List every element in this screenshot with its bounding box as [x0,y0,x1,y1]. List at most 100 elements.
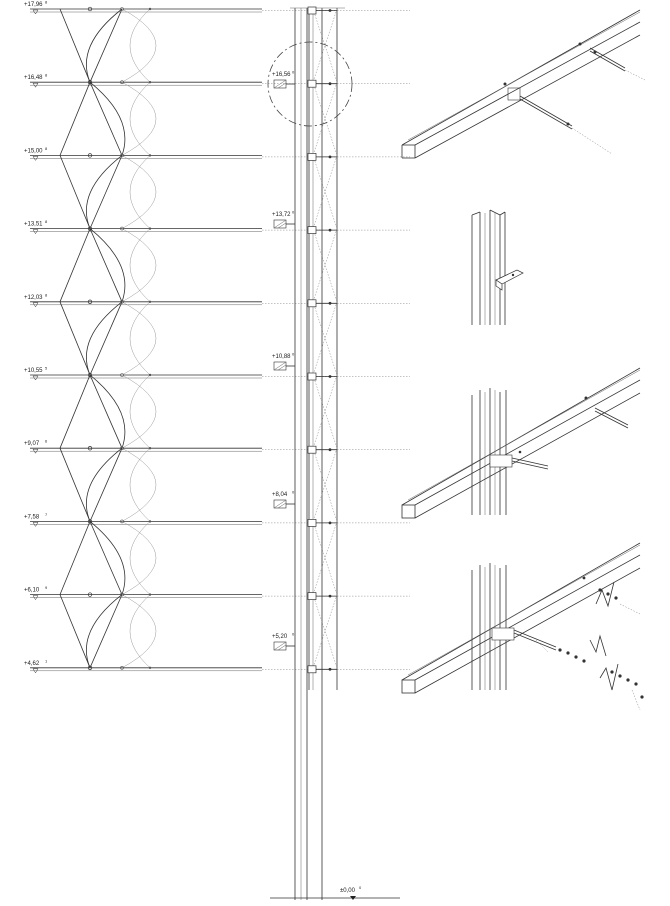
lattice-node [120,226,124,231]
column-level-marker: +8,04 0 [272,490,295,509]
lattice-node [148,373,152,377]
level-label-sup: 1 [45,658,48,663]
lattice-node [148,227,152,230]
level-triangle [32,375,39,381]
level-triangle [32,668,39,674]
level-triangle [32,448,39,454]
bolt [328,521,332,525]
column-connector [307,226,317,234]
level-label-sup: 8 [45,0,48,5]
lattice-node [87,226,93,231]
level-triangle [32,82,39,88]
level-label: +10,55 [24,368,43,374]
lattice-bay [59,8,157,83]
bolt [328,82,332,86]
lattice-node [120,373,124,377]
ground-level-marker: ±0,00 0 [340,885,362,900]
level-label: +4,62 [24,661,40,667]
level-label-sup: 7 [45,512,48,517]
level-label-sup: 8 [45,292,48,297]
svg-text:0: 0 [292,210,295,215]
column-connector [307,665,317,674]
bolt [328,301,332,305]
level-line [30,154,410,159]
column-connector [307,79,317,88]
bolt [328,228,332,232]
lattice-bay [59,447,157,522]
lattice-node [87,6,93,12]
column-level-label: +8,04 [272,492,288,498]
lattice-node [148,7,152,11]
lattice-node [120,519,124,524]
level-label: +16,48 [24,75,43,81]
lattice-node [87,153,93,158]
detail-callout-circle [267,41,353,127]
lattice-node [120,446,124,451]
bolt [328,448,332,452]
level-label: +17,96 [24,2,43,8]
level-label: +9,07 [24,441,40,447]
lattice-bay [59,228,157,303]
column-connector [307,153,317,161]
svg-text:0: 0 [292,632,295,637]
column-level-label: +10,88 [272,354,291,360]
iso-detail-column-beam [401,367,641,519]
svg-text:0: 0 [292,352,295,357]
level-triangle [32,522,39,527]
level-label: +6,10 [24,588,40,594]
level-label-sup: 8 [45,73,48,78]
lattice-elevation [30,6,410,672]
level-label-sup: 9 [45,585,48,590]
column-connector [307,6,317,15]
lattice-node [120,592,124,597]
lattice-bay [59,81,157,156]
lattice-node [87,446,93,451]
bolt [328,155,332,159]
lattice-node [148,81,152,84]
lattice-bay [59,374,157,449]
lattice-node [87,80,93,85]
lattice-node [87,372,93,378]
level-line [30,447,410,452]
level-line [30,521,410,525]
lattice-node [87,592,93,597]
lattice-node [120,299,124,304]
column-bracing [307,6,338,674]
column-level-label: +13,72 [272,212,291,218]
column-connector [307,372,317,381]
level-label-sup: 8 [45,146,48,151]
iso-detail-exploded [401,542,644,711]
lattice-bay [59,301,157,376]
lattice-node [148,447,152,450]
bolt [328,375,332,378]
lattice-node [120,80,124,84]
lattice-node [148,520,152,523]
svg-text:0: 0 [292,490,295,495]
lattice-node [87,299,93,304]
level-label: +15,00 [24,148,43,154]
lattice-bay [59,155,157,229]
level-line [30,228,410,232]
lattice-node [148,300,152,303]
level-line [30,374,410,379]
level-label: +7,58 [24,514,40,520]
level-label-sup: 5 [45,366,48,371]
svg-text:0: 0 [292,70,295,75]
column-connector [307,299,317,308]
iso-detail-column-bracket [471,209,524,325]
lattice-node [120,153,124,158]
lattice-node [148,154,152,157]
lattice-node [148,666,152,669]
lattice-node [120,665,124,670]
bolt [328,594,332,598]
level-line [30,8,410,13]
level-triangle [32,9,39,15]
svg-text:0: 0 [359,885,362,890]
level-label-sup: 8 [45,219,48,224]
